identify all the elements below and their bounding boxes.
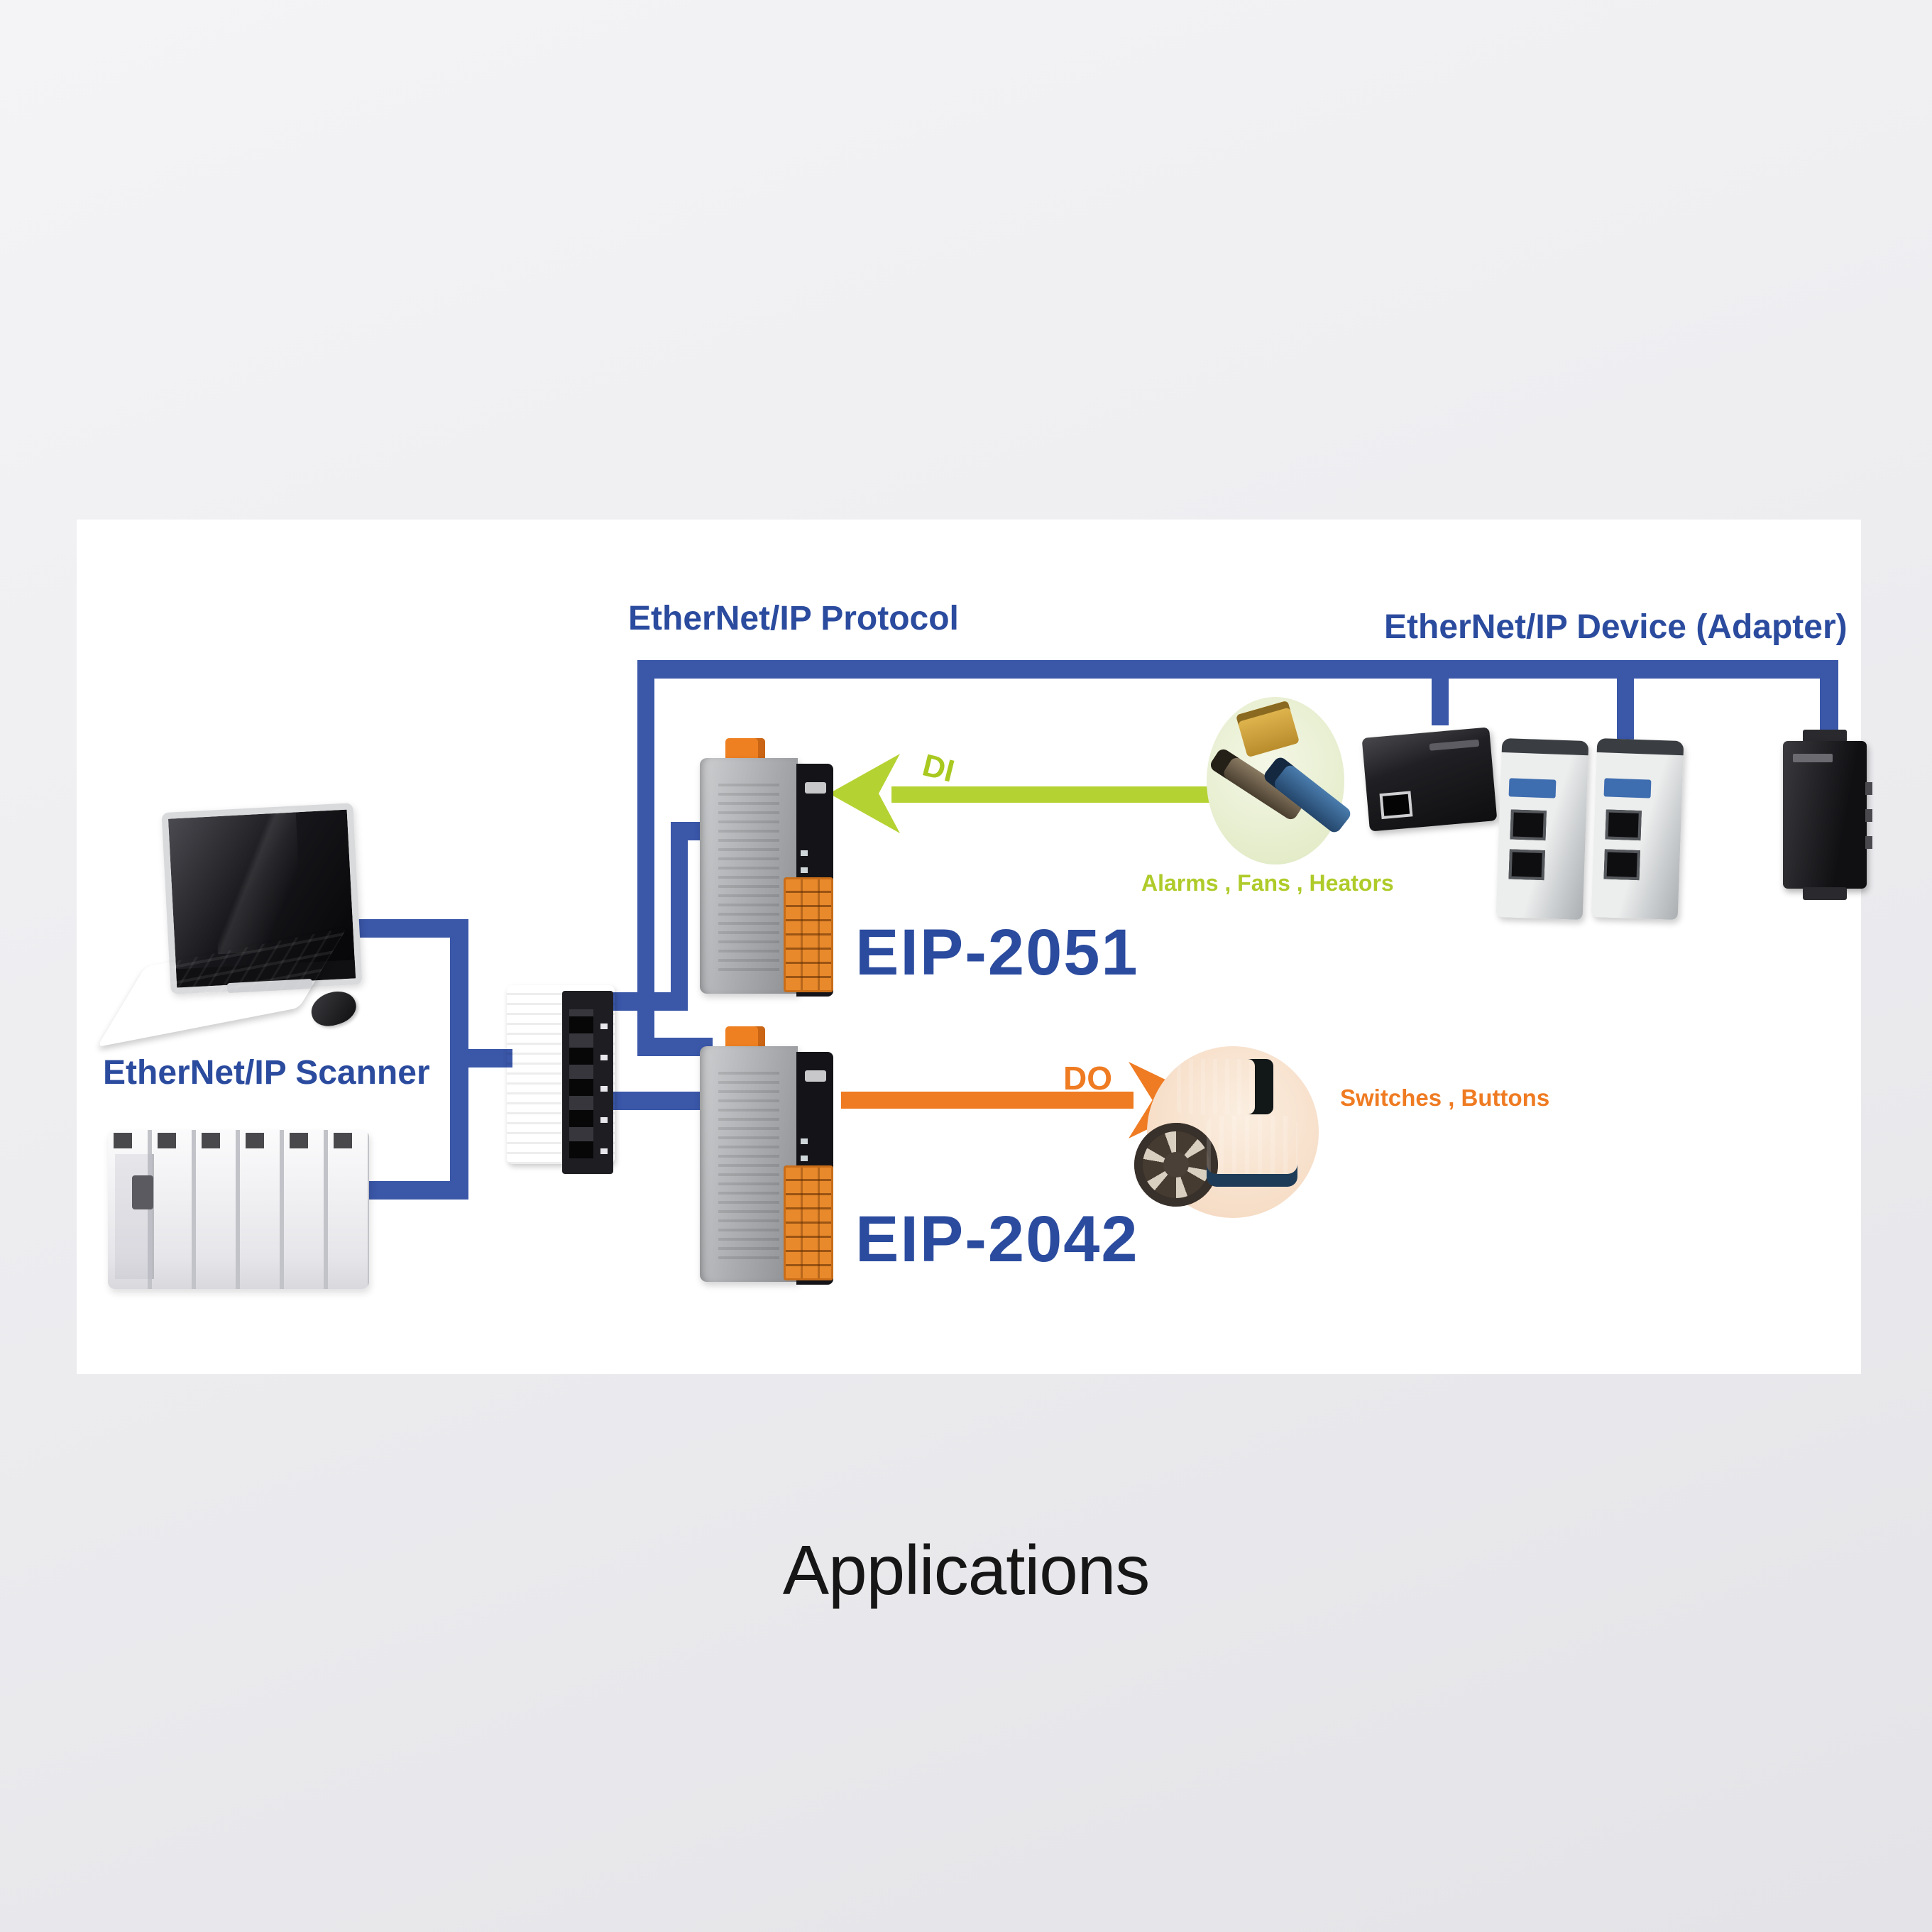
- eip2051-vertical-line: [671, 822, 688, 1011]
- plc-module-slots: [108, 1130, 369, 1289]
- protocol-bus-line: [637, 660, 1838, 679]
- icpdas-logo: [805, 1070, 826, 1082]
- module-body: [700, 758, 798, 994]
- ethernet-adapter-image: [1361, 727, 1498, 832]
- page-title: Applications: [782, 1531, 1150, 1609]
- gateway-top: [1596, 737, 1684, 756]
- gateway-top: [1501, 737, 1589, 756]
- switch-to-eip2042-line: [609, 1092, 707, 1110]
- module-leds: [801, 1133, 808, 1161]
- terminal-block: [784, 1165, 833, 1280]
- plc-image: [108, 1130, 369, 1289]
- rj45-port: [1508, 849, 1545, 881]
- device-server-top-flange: [1803, 730, 1847, 742]
- eip-2042-label: EIP-2042: [855, 1203, 1139, 1275]
- computer-stub-line: [353, 919, 450, 938]
- protocol-label: EtherNet/IP Protocol: [628, 600, 959, 637]
- gateway-module-image-2: [1591, 737, 1684, 921]
- module-leds: [801, 845, 808, 873]
- icpdas-logo: [805, 782, 826, 794]
- plc-connector: [132, 1175, 153, 1209]
- blue-motor-image: [1207, 1116, 1297, 1187]
- adapter-drop-line-2: [1617, 679, 1634, 741]
- serial-device-server-image: [1783, 741, 1872, 889]
- adapter-drop-line-1: [1432, 679, 1449, 725]
- do-arrow-shaft: [841, 1092, 1134, 1109]
- plc-top-vents: [114, 1133, 363, 1148]
- rj45-port: [1603, 849, 1640, 881]
- adapter-label: EtherNet/IP Device (Adapter): [1384, 608, 1848, 646]
- gateway-module-image-1: [1495, 737, 1589, 921]
- eip-2051-label: EIP-2051: [855, 916, 1139, 989]
- di-arrow-shaft: [891, 786, 1209, 803]
- terminal-block: [784, 877, 833, 992]
- scanner-label: EtherNet/IP Scanner: [103, 1054, 430, 1092]
- module-body: [700, 1046, 798, 1282]
- rj45-port: [1510, 809, 1547, 841]
- eip2051-to-switch-line: [609, 992, 688, 1011]
- eip-2042-module-image: [700, 1026, 833, 1288]
- bus-right-drop-line: [1820, 679, 1838, 735]
- di-caption: Alarms , Fans , Heators: [1141, 870, 1394, 896]
- gateway-label-band: [1508, 778, 1557, 798]
- eip-2051-module-image: [700, 738, 833, 999]
- gateway-label-band: [1603, 778, 1652, 798]
- dark-motor-image: [1177, 1059, 1273, 1114]
- rj45-port: [1605, 809, 1642, 841]
- ethernet-switch-ports: [562, 991, 613, 1174]
- do-caption: Switches , Buttons: [1340, 1085, 1550, 1111]
- switch-stub-line: [466, 1049, 512, 1067]
- do-label: DO: [1063, 1060, 1112, 1097]
- fan-wheel-image: [1134, 1123, 1218, 1207]
- scanner-bus-vertical-line: [450, 919, 468, 1200]
- device-server-bottom-flange: [1803, 887, 1847, 900]
- plc-left-module: [115, 1154, 154, 1279]
